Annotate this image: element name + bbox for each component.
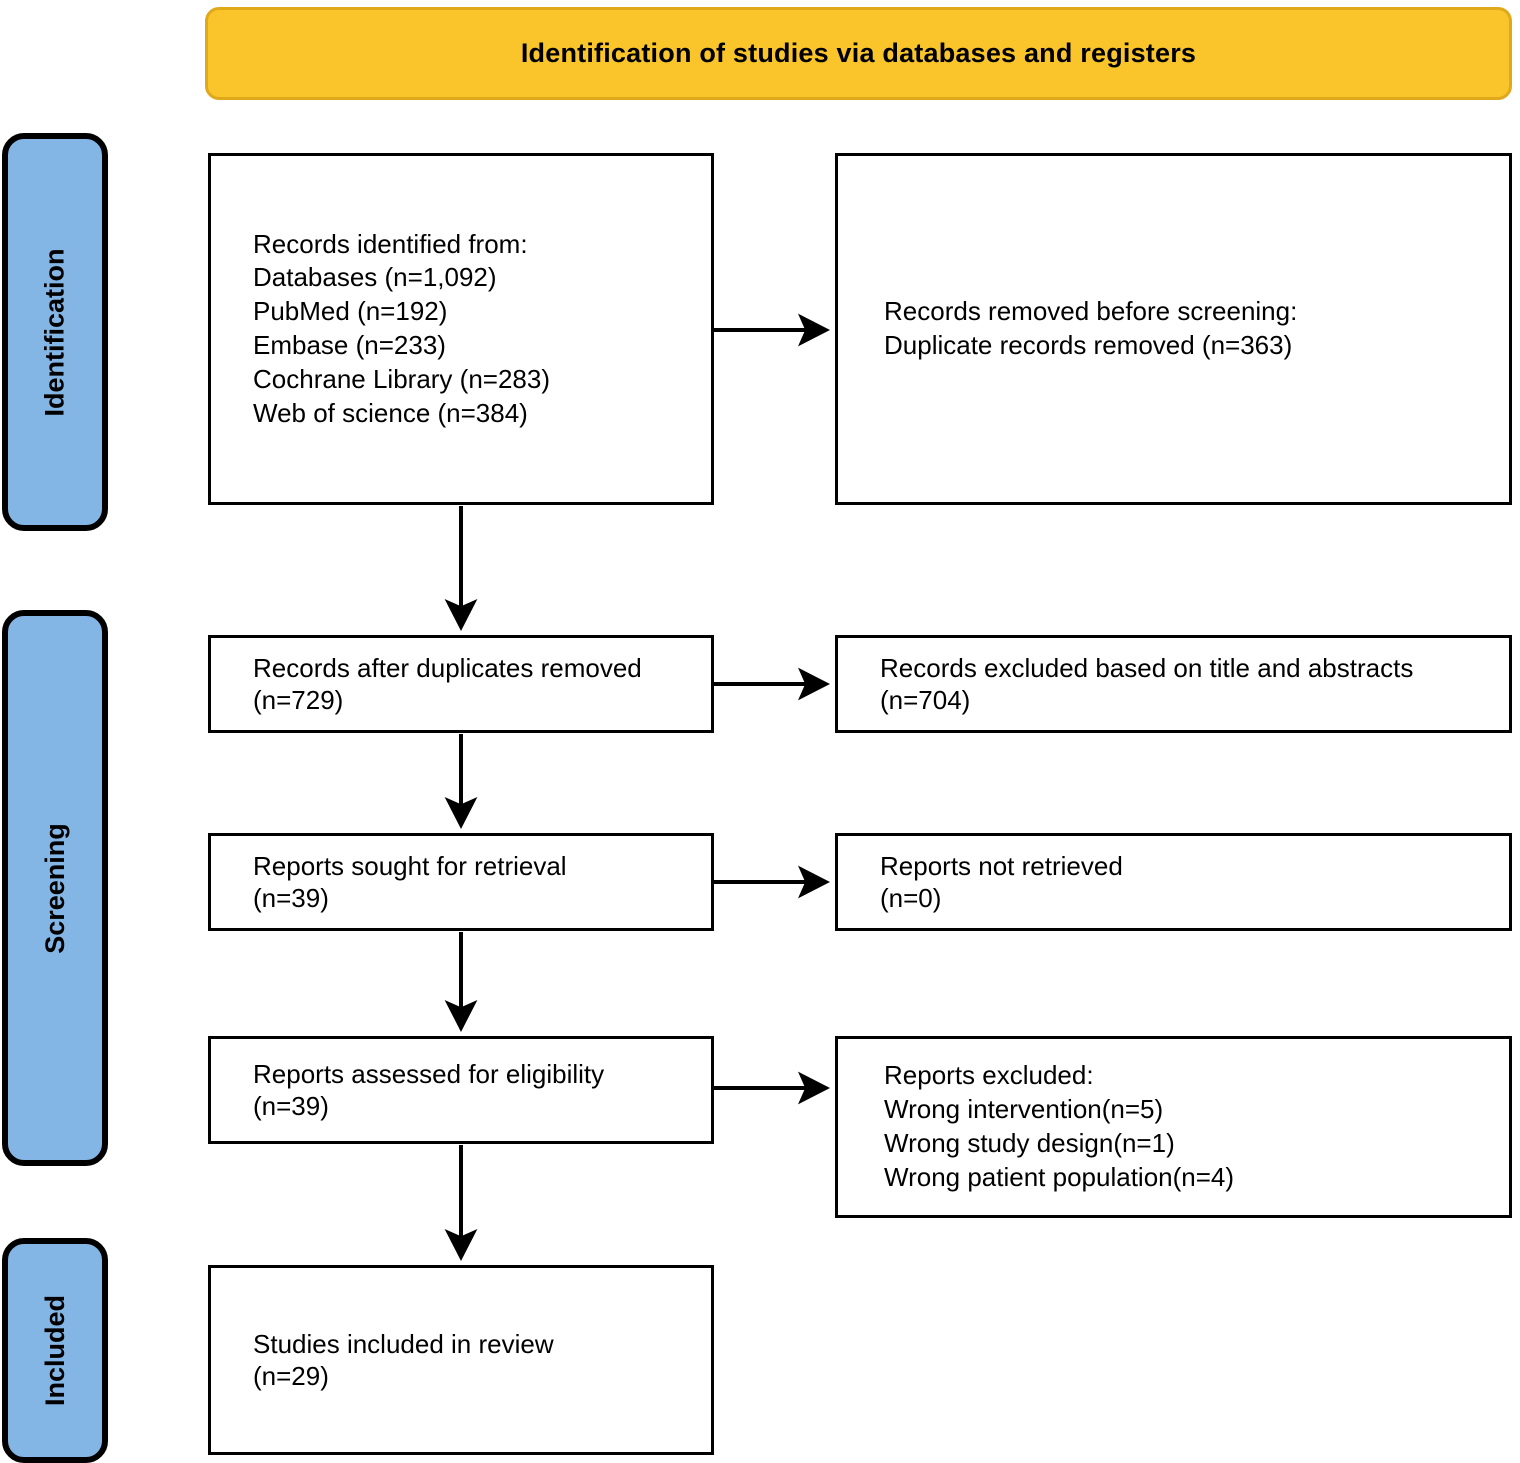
box-reports-excluded-text: Reports excluded: Wrong intervention(n=5… (884, 1060, 1235, 1192)
stage-label-included-text: Included (39, 1294, 70, 1407)
box-studies-included-in-review: Studies included in review (n=29) (208, 1265, 714, 1455)
box-reports-not-retrieved-text: Reports not retrieved (n=0) (880, 850, 1123, 913)
box-records-after-duplicates-removed: Records after duplicates removed (n=729) (208, 635, 714, 733)
diagram-title: Identification of studies via databases … (520, 38, 1197, 68)
stage-label-identification: Identification (2, 133, 108, 531)
box-records-after-duplicates-removed-text: Records after duplicates removed (n=729) (253, 652, 642, 715)
box-records-removed-before-screening: Records removed before screening: Duplic… (835, 153, 1512, 505)
box-records-excluded-title-abstract: Records excluded based on title and abst… (835, 635, 1512, 733)
box-records-identified: Records identified from: Databases (n=1,… (208, 153, 714, 505)
stage-label-screening: Screening (2, 610, 108, 1166)
box-records-identified-text: Records identified from: Databases (n=1,… (253, 228, 550, 428)
box-records-removed-before-screening-text: Records removed before screening: Duplic… (884, 296, 1298, 360)
diagram-header-banner: Identification of studies via databases … (205, 7, 1512, 100)
box-reports-excluded: Reports excluded: Wrong intervention(n=5… (835, 1036, 1512, 1218)
box-records-excluded-title-abstract-text: Records excluded based on title and abst… (880, 652, 1414, 715)
box-reports-sought-for-retrieval-text: Reports sought for retrieval (n=39) (253, 850, 567, 913)
box-reports-sought-for-retrieval: Reports sought for retrieval (n=39) (208, 833, 714, 931)
stage-label-screening-text: Screening (39, 822, 70, 954)
box-reports-assessed-for-eligibility: Reports assessed for eligibility (n=39) (208, 1036, 714, 1144)
box-reports-not-retrieved: Reports not retrieved (n=0) (835, 833, 1512, 931)
stage-label-included: Included (2, 1238, 108, 1463)
box-reports-assessed-for-eligibility-text: Reports assessed for eligibility (n=39) (253, 1058, 605, 1121)
box-studies-included-in-review-text: Studies included in review (n=29) (253, 1328, 554, 1391)
stage-label-identification-text: Identification (39, 248, 70, 416)
